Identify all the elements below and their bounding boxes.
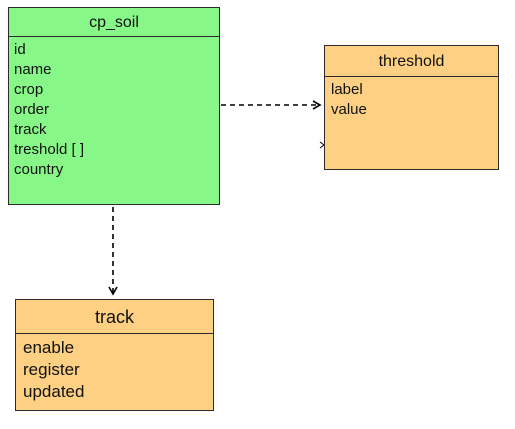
entity-track[interactable]: track enable register updated (15, 299, 214, 411)
attribute-value: value (331, 101, 367, 118)
attribute-list: label value (325, 77, 498, 120)
attribute-country: country (14, 161, 64, 178)
attribute-list: id name crop order track treshold [ ] co… (9, 37, 219, 180)
attribute-name: name (14, 61, 52, 78)
entity-threshold[interactable]: threshold label value (324, 45, 499, 170)
attribute-register: register (23, 360, 80, 379)
attribute-treshold: treshold [ ] (14, 141, 85, 158)
attribute-label: label (331, 81, 363, 98)
attribute-list: enable register updated (16, 334, 213, 403)
entity-title: cp_soil (9, 8, 219, 37)
entity-title: track (16, 300, 213, 334)
attribute-enable: enable (23, 338, 75, 357)
attribute-id: id (14, 41, 26, 58)
entity-title: threshold (325, 46, 498, 77)
attribute-updated: updated (23, 382, 85, 401)
attribute-track: track (14, 121, 47, 138)
entity-cp-soil[interactable]: cp_soil id name crop order track treshol… (8, 7, 220, 205)
attribute-crop: crop (14, 81, 44, 98)
attribute-order: order (14, 101, 50, 118)
